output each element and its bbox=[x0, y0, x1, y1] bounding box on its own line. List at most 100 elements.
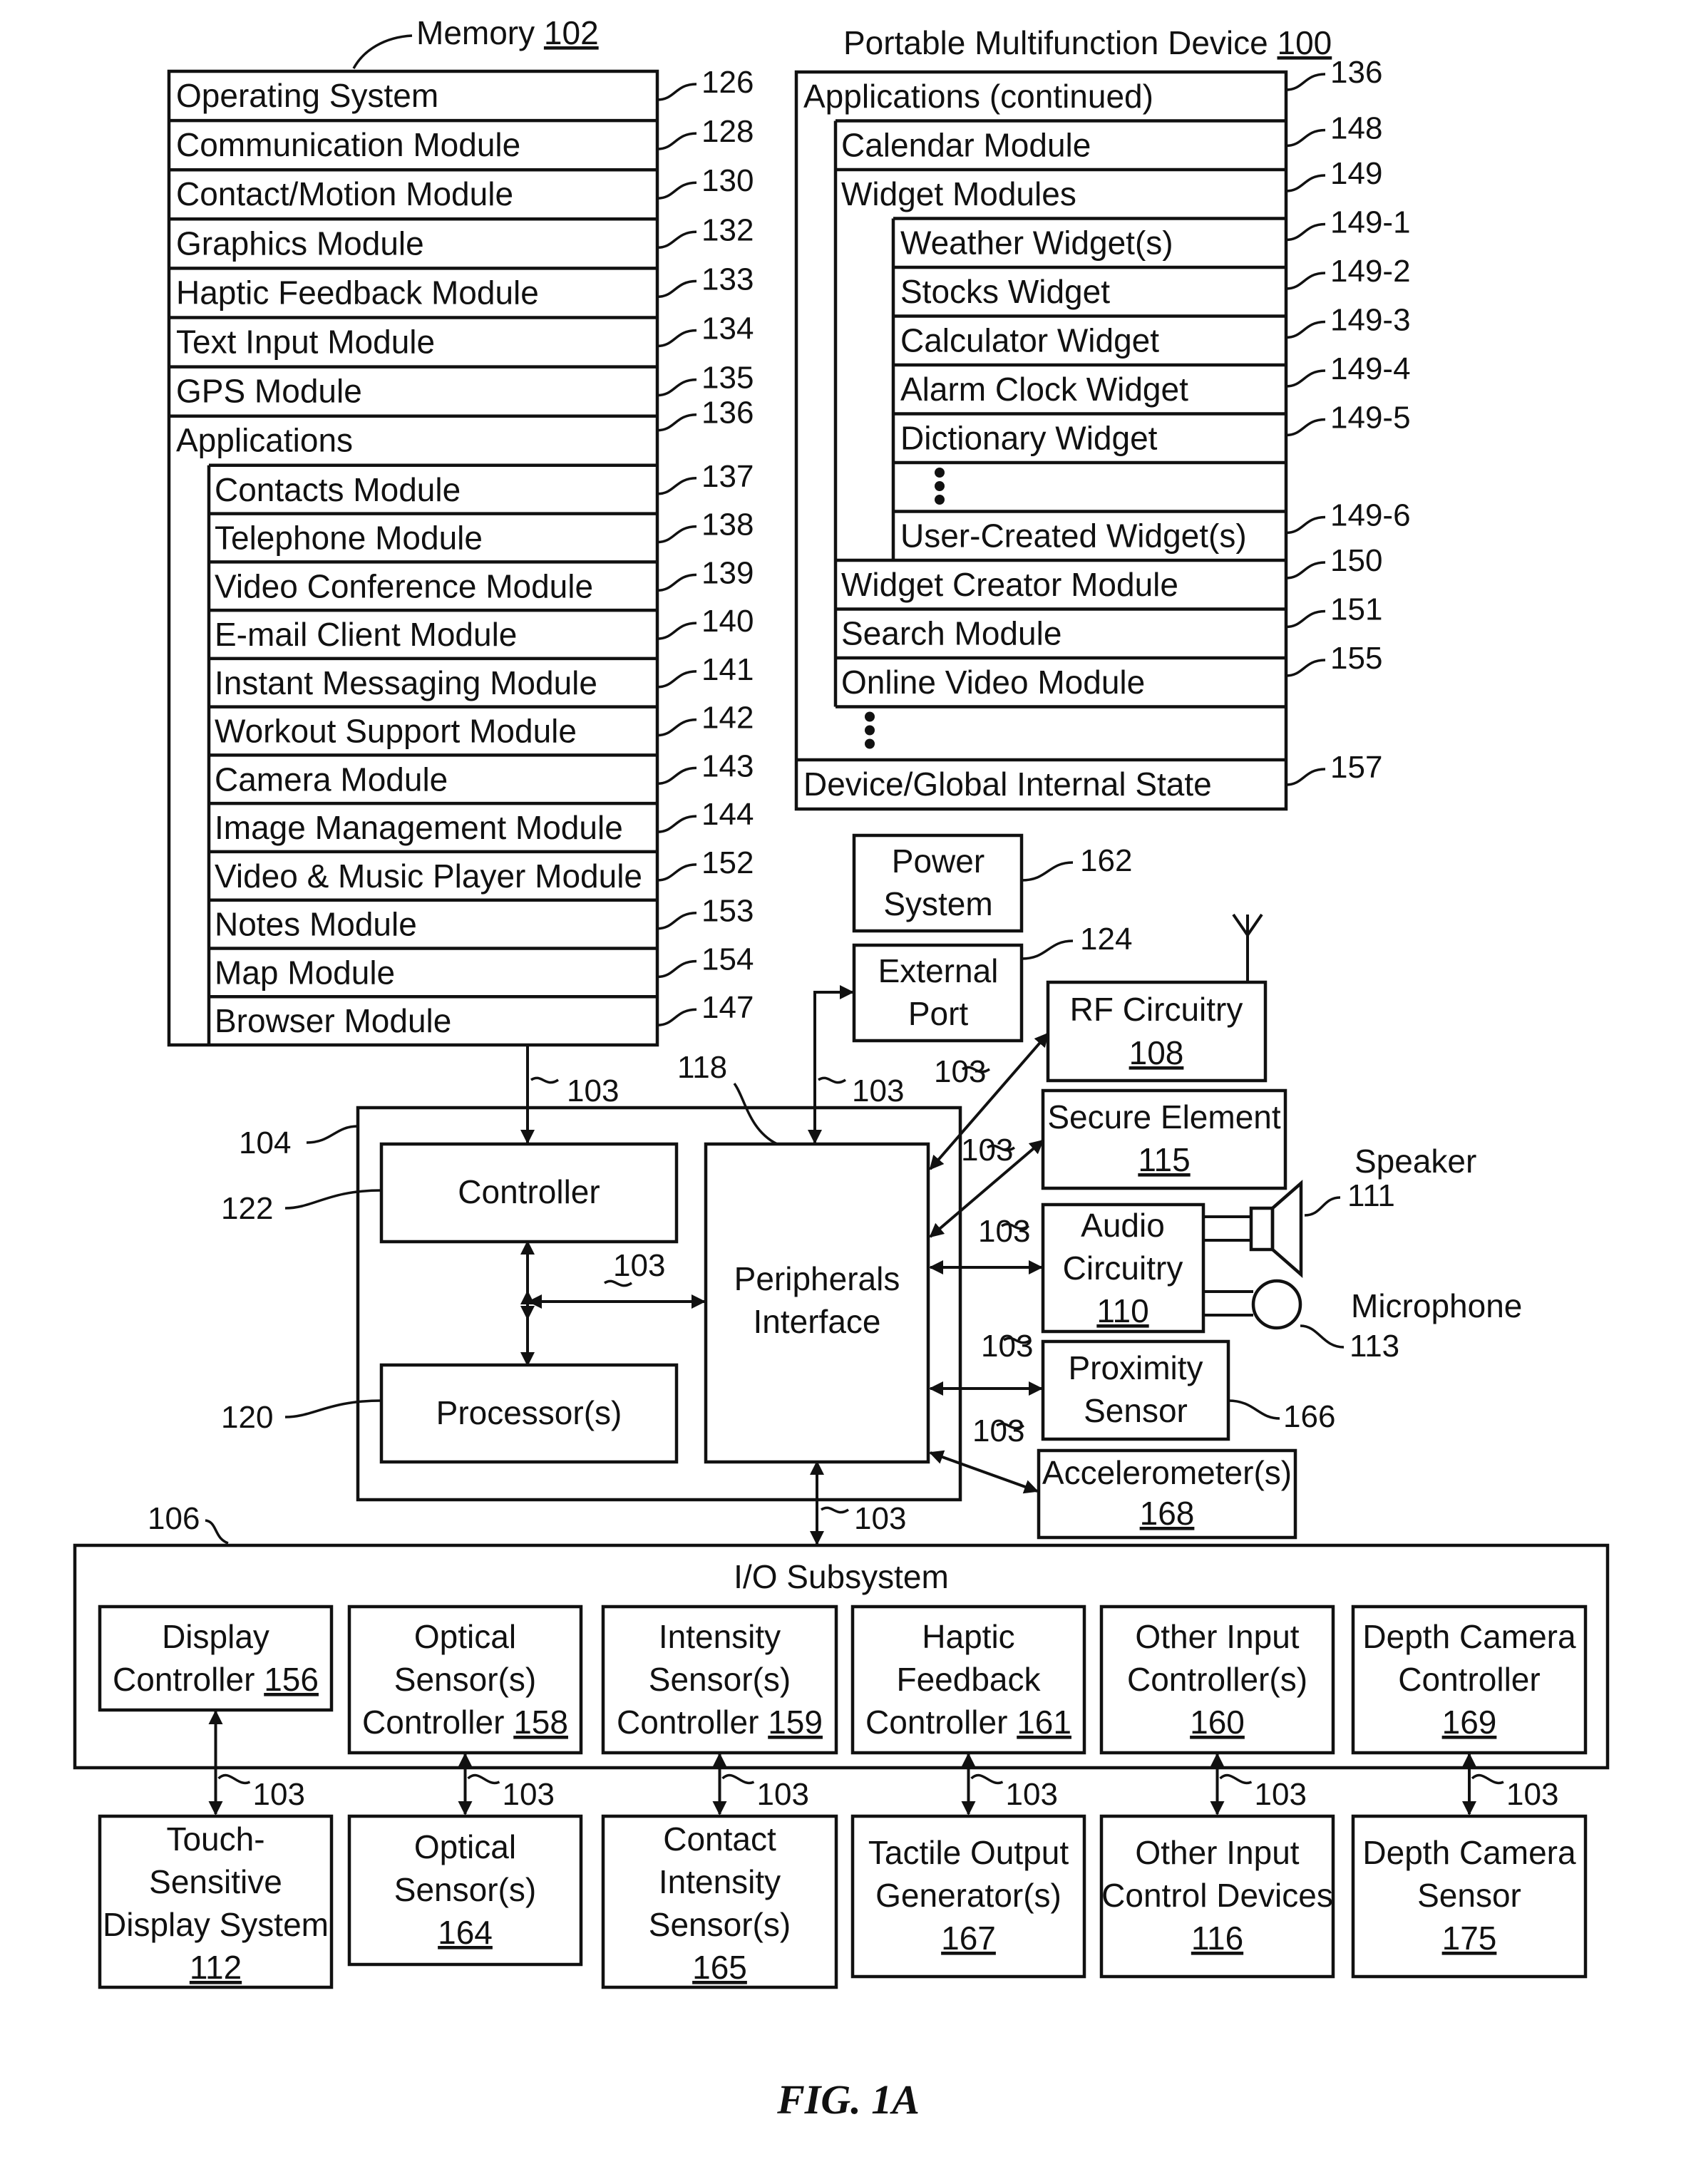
io-controller-last: Controller 158 bbox=[362, 1704, 568, 1741]
svg-text:104: 104 bbox=[239, 1126, 291, 1160]
svg-text:Proximity: Proximity bbox=[1068, 1349, 1203, 1386]
accelerometers: Accelerometer(s) 168 bbox=[1039, 1451, 1295, 1537]
memory-app-label: Contacts Module bbox=[215, 471, 461, 508]
memory-app-label: E-mail Client Module bbox=[215, 616, 517, 653]
speaker-icon: Speaker 111 bbox=[1203, 1143, 1476, 1274]
memory-row-leader bbox=[657, 84, 696, 100]
io-controller-line: Feedback bbox=[896, 1661, 1041, 1698]
device-module-ref: 151 bbox=[1330, 592, 1382, 627]
svg-text:External: External bbox=[878, 952, 999, 989]
memory-row-ref: 135 bbox=[701, 361, 754, 396]
io-controller-line: Optical bbox=[414, 1618, 516, 1655]
io-controller-last: Controller 159 bbox=[617, 1704, 823, 1741]
memory-row-ref: 126 bbox=[701, 65, 754, 100]
io-controller-line: Sensor(s) bbox=[649, 1661, 791, 1698]
memory-row-ref: 132 bbox=[701, 212, 754, 247]
io-device-num: 164 bbox=[438, 1914, 493, 1951]
device-widget-leader bbox=[1286, 420, 1325, 436]
bus-ref: 103 bbox=[981, 1329, 1033, 1364]
svg-text:110: 110 bbox=[1096, 1292, 1148, 1329]
bus-ref: 103 bbox=[854, 1501, 906, 1536]
memory-app-ref: 140 bbox=[701, 604, 754, 639]
power-system: Power System 162 bbox=[854, 835, 1132, 931]
memory-row-label: Haptic Feedback Module bbox=[176, 274, 539, 311]
memory-app-label: Workout Support Module bbox=[215, 713, 577, 750]
svg-text:Controller: Controller bbox=[458, 1173, 600, 1210]
io-controller-line: Intensity bbox=[659, 1618, 781, 1655]
memory-app-leader bbox=[657, 575, 696, 590]
svg-text:I/O Subsystem: I/O Subsystem bbox=[734, 1558, 949, 1595]
device-module-leader bbox=[1286, 562, 1325, 578]
device-apps-continued: Applications (continued) bbox=[803, 78, 1153, 115]
memory-app-ref: 153 bbox=[701, 894, 754, 929]
memory-row-leader bbox=[657, 281, 696, 297]
io-device-line: Generator(s) bbox=[875, 1877, 1061, 1914]
device-state-leader bbox=[1286, 769, 1325, 785]
device-widget: Dictionary Widget bbox=[900, 420, 1158, 457]
io-device-line: Depth Camera bbox=[1362, 1834, 1576, 1871]
svg-text:111: 111 bbox=[1347, 1178, 1395, 1213]
svg-text:113: 113 bbox=[1350, 1329, 1399, 1364]
memory-row-label: GPS Module bbox=[176, 373, 362, 410]
memory-app-label: Notes Module bbox=[215, 906, 417, 943]
io-device-line: Intensity bbox=[659, 1863, 781, 1900]
io-device-num: 165 bbox=[692, 1949, 747, 1986]
svg-text:120: 120 bbox=[221, 1400, 273, 1435]
device-calendar-leader bbox=[1286, 130, 1325, 146]
memory-row-label: Communication Module bbox=[176, 126, 520, 163]
ellipsis-dot bbox=[935, 481, 945, 491]
device-state: Device/Global Internal State bbox=[803, 766, 1212, 803]
proximity-sensor: Proximity Sensor 166 bbox=[1043, 1341, 1335, 1439]
memory-app-ref: 143 bbox=[701, 748, 754, 783]
memory-app-label: Telephone Module bbox=[215, 520, 483, 557]
io-device-line: Sensor bbox=[1417, 1877, 1521, 1914]
memory-app-leader bbox=[657, 527, 696, 542]
svg-text:Accelerometer(s): Accelerometer(s) bbox=[1042, 1454, 1292, 1491]
device-widget-ref: 149-2 bbox=[1330, 254, 1411, 289]
bus-ref: 103 bbox=[757, 1777, 809, 1812]
secure-element: Secure Element 115 bbox=[1043, 1091, 1285, 1188]
io-device-line: Sensitive bbox=[149, 1863, 282, 1900]
device-user-widget: User-Created Widget(s) bbox=[900, 517, 1247, 555]
svg-text:Audio: Audio bbox=[1081, 1207, 1165, 1244]
memory-app-label: Browser Module bbox=[215, 1002, 451, 1039]
memory-app-ref: 141 bbox=[701, 652, 754, 687]
io-device-num: 116 bbox=[1191, 1920, 1243, 1957]
memory-leader bbox=[354, 36, 412, 68]
device-widget: Calculator Widget bbox=[900, 322, 1159, 359]
io-device-line: Optical bbox=[414, 1828, 516, 1865]
memory-app-ref: 139 bbox=[701, 555, 754, 590]
memory-row-label: Contact/Motion Module bbox=[176, 175, 513, 212]
memory-applications-ref: 136 bbox=[701, 396, 754, 431]
device-module: Search Module bbox=[841, 615, 1061, 652]
memory-applications-leader bbox=[657, 415, 696, 431]
svg-text:166: 166 bbox=[1283, 1399, 1335, 1434]
device-state-ref: 157 bbox=[1330, 750, 1382, 785]
bus-ref: 103 bbox=[1506, 1777, 1558, 1812]
memory-row-ref: 134 bbox=[701, 311, 754, 346]
memory-app-ref: 138 bbox=[701, 508, 754, 542]
device-user-widget-ref: 149-6 bbox=[1330, 498, 1411, 533]
memory-app-leader bbox=[657, 720, 696, 736]
memory-app-label: Map Module bbox=[215, 954, 395, 991]
memory-app-label: Camera Module bbox=[215, 761, 448, 798]
svg-text:Interface: Interface bbox=[754, 1303, 881, 1340]
io-device-line: Touch- bbox=[166, 1820, 264, 1858]
io-controller-last: 169 bbox=[1442, 1704, 1497, 1741]
svg-text:162: 162 bbox=[1080, 843, 1132, 878]
memory-row-leader bbox=[657, 133, 696, 149]
memory-app-ref: 147 bbox=[701, 990, 754, 1025]
memory-app-label: Video Conference Module bbox=[215, 567, 593, 604]
chip-block: 104 Controller 122 Processor(s) 120 Peri… bbox=[221, 1050, 960, 1500]
memory-row-leader bbox=[657, 232, 696, 247]
memory-row-label: Text Input Module bbox=[176, 324, 435, 361]
memory-app-leader bbox=[657, 961, 696, 977]
memory-app-leader bbox=[657, 865, 696, 880]
bus-ref: 103 bbox=[613, 1248, 665, 1283]
memory-row-leader bbox=[657, 182, 696, 198]
bus-ref: 103 bbox=[1255, 1777, 1307, 1812]
io-controller-line: Controller(s) bbox=[1127, 1661, 1307, 1698]
memory-app-leader bbox=[657, 623, 696, 639]
device-widget-ref: 149-5 bbox=[1330, 401, 1411, 436]
svg-text:118: 118 bbox=[677, 1050, 727, 1085]
